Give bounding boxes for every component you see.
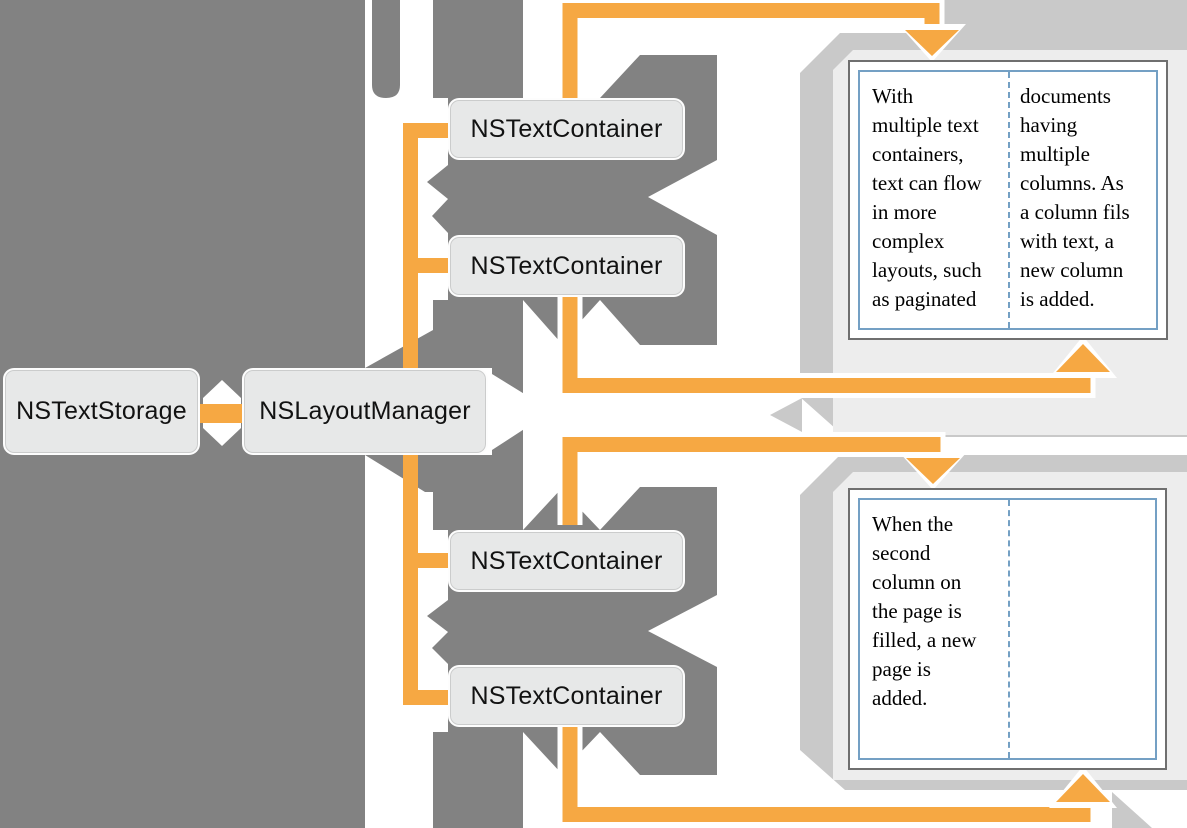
page-1-right-column: documents having multiple columns. As a … [1020, 84, 1130, 311]
silhouette-notches [492, 160, 717, 667]
nstextcontainer-box-1: NSTextContainer [448, 98, 685, 160]
storage-manager-link [200, 404, 242, 423]
page-2-column-divider [1007, 500, 1010, 758]
nstextcontainer-box-3: NSTextContainer [448, 530, 685, 592]
nstextcontainer-label: NSTextContainer [470, 681, 663, 710]
nstextcontainer-box-2: NSTextContainer [448, 235, 685, 297]
nstextcontainer-label: NSTextContainer [470, 251, 663, 280]
nstextstorage-box: NSTextStorage [3, 368, 200, 455]
nstextcontainer-box-4: NSTextContainer [448, 665, 685, 727]
page-2: When the second column on the page is fi… [848, 488, 1167, 770]
page-1-column-divider [1008, 72, 1010, 328]
nslayoutmanager-label: NSLayoutManager [259, 397, 471, 425]
arrow-container3-to-page2-top [557, 432, 967, 525]
arrow-container4-to-page2-bottom [557, 720, 1117, 827]
nstextstorage-label: NSTextStorage [16, 397, 187, 425]
page-1-text-area: With multiple text containers, text can … [858, 70, 1158, 330]
arrow-container1-to-page1-top [557, 0, 966, 125]
page-2-left-column: When the second column on the page is fi… [872, 512, 977, 710]
arrow-container2-to-page1-bottom [557, 290, 1117, 398]
page-2-right-column [1020, 510, 1149, 752]
page-2-text-area: When the second column on the page is fi… [858, 498, 1157, 760]
page-1: With multiple text containers, text can … [848, 60, 1168, 340]
nslayoutmanager-box: NSLayoutManager [242, 368, 488, 455]
page-1-left-column: With multiple text containers, text can … [872, 84, 982, 311]
nstextcontainer-label: NSTextContainer [470, 546, 663, 575]
manager-container-links [403, 123, 450, 705]
nstextcontainer-label: NSTextContainer [470, 114, 663, 143]
